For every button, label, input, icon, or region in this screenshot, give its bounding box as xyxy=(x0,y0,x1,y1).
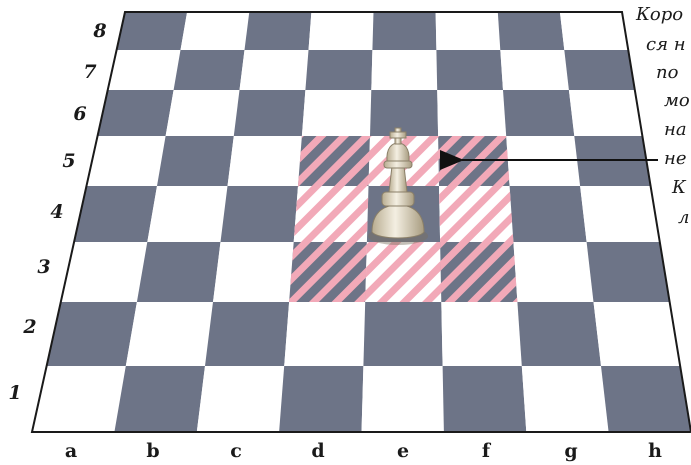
square-b1[interactable] xyxy=(114,366,205,432)
square-g7[interactable] xyxy=(500,50,569,90)
square-c8[interactable] xyxy=(244,12,312,50)
square-h1[interactable] xyxy=(601,366,691,432)
square-a1[interactable] xyxy=(32,366,126,432)
highlight-d4 xyxy=(293,186,369,242)
caption-line: Коро xyxy=(636,4,684,25)
file-label-b: b xyxy=(146,440,160,462)
square-c3[interactable] xyxy=(213,242,294,302)
square-g3[interactable] xyxy=(513,242,594,302)
square-g4[interactable] xyxy=(509,186,587,242)
square-b5[interactable] xyxy=(157,136,234,186)
square-b2[interactable] xyxy=(125,302,213,366)
square-a4[interactable] xyxy=(74,186,157,242)
square-e2[interactable] xyxy=(363,302,443,366)
caption-line: не xyxy=(664,148,687,169)
square-a5[interactable] xyxy=(86,136,166,186)
highlight-e3 xyxy=(365,242,442,302)
square-h2[interactable] xyxy=(593,302,681,366)
rank-label-8: 8 xyxy=(93,20,107,42)
square-g6[interactable] xyxy=(503,90,575,136)
square-c2[interactable] xyxy=(205,302,290,366)
square-a3[interactable] xyxy=(60,242,148,302)
caption-line: на xyxy=(664,119,687,140)
caption-line: л xyxy=(678,207,690,228)
rank-label-5: 5 xyxy=(62,150,76,172)
rank-label-6: 6 xyxy=(73,103,87,125)
square-h7[interactable] xyxy=(564,50,635,90)
square-a6[interactable] xyxy=(97,90,174,136)
square-g2[interactable] xyxy=(517,302,601,366)
file-label-a: a xyxy=(64,440,78,462)
square-c5[interactable] xyxy=(227,136,302,186)
square-d6[interactable] xyxy=(301,90,372,136)
square-d8[interactable] xyxy=(308,12,374,50)
rank-label-4: 4 xyxy=(50,201,64,223)
highlight-f3 xyxy=(440,242,518,302)
square-a2[interactable] xyxy=(46,302,137,366)
square-b6[interactable] xyxy=(165,90,240,136)
square-c4[interactable] xyxy=(220,186,299,242)
square-d7[interactable] xyxy=(305,50,373,90)
file-label-h: h xyxy=(648,440,662,462)
square-f7[interactable] xyxy=(436,50,503,90)
square-e7[interactable] xyxy=(371,50,438,90)
square-g8[interactable] xyxy=(497,12,565,50)
rank-label-7: 7 xyxy=(83,61,97,83)
caption-line: ся н xyxy=(646,34,686,55)
square-a8[interactable] xyxy=(116,12,188,50)
square-b3[interactable] xyxy=(136,242,221,302)
highlight-d3 xyxy=(289,242,367,302)
square-f2[interactable] xyxy=(441,302,522,366)
square-b7[interactable] xyxy=(173,50,245,90)
rank-label-3: 3 xyxy=(37,256,51,278)
highlight-d5 xyxy=(298,136,370,186)
file-label-d: d xyxy=(311,440,325,462)
square-d2[interactable] xyxy=(284,302,366,366)
caption-line: по xyxy=(656,62,679,83)
caption-line: К xyxy=(672,177,686,198)
square-h8[interactable] xyxy=(559,12,629,50)
square-c7[interactable] xyxy=(239,50,309,90)
square-e8[interactable] xyxy=(372,12,437,50)
file-label-c: c xyxy=(230,440,242,462)
caption-line: мо xyxy=(664,90,690,111)
square-h4[interactable] xyxy=(580,186,660,242)
square-d1[interactable] xyxy=(279,366,364,432)
square-c6[interactable] xyxy=(233,90,306,136)
caption: Коро ся н по мо на не К л xyxy=(560,0,691,300)
square-f1[interactable] xyxy=(442,366,527,432)
rank-label-1: 1 xyxy=(8,382,22,404)
file-label-g: g xyxy=(564,440,578,462)
square-f8[interactable] xyxy=(435,12,501,50)
square-e1[interactable] xyxy=(361,366,444,432)
highlight-f4 xyxy=(439,186,514,242)
square-f6[interactable] xyxy=(437,90,507,136)
square-h3[interactable] xyxy=(586,242,670,302)
square-c1[interactable] xyxy=(196,366,285,432)
square-b8[interactable] xyxy=(180,12,250,50)
rank-label-2: 2 xyxy=(23,316,37,338)
square-e6[interactable] xyxy=(370,90,439,136)
king-icon[interactable] xyxy=(368,127,428,245)
file-label-e: e xyxy=(396,440,410,462)
square-b4[interactable] xyxy=(147,186,228,242)
square-g1[interactable] xyxy=(521,366,609,432)
square-h6[interactable] xyxy=(568,90,643,136)
square-a7[interactable] xyxy=(107,50,181,90)
file-label-f: f xyxy=(481,440,491,462)
